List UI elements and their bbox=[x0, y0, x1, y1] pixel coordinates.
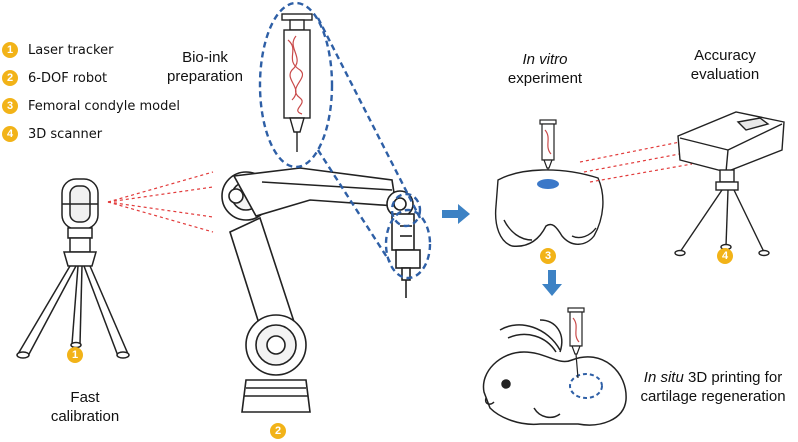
caption-fast-line2: calibration bbox=[50, 408, 120, 425]
legend-label: Femoral condyle model bbox=[28, 98, 180, 114]
badge-1-icon: 1 bbox=[2, 42, 18, 58]
marker-1-icon: 1 bbox=[67, 347, 83, 363]
laser-beams-scanner bbox=[579, 139, 693, 183]
badge-3-icon: 3 bbox=[2, 98, 18, 114]
3d-scanner-icon bbox=[674, 111, 785, 257]
marker-2-icon: 2 bbox=[270, 423, 286, 439]
caption-invitro: In vitro experiment bbox=[490, 50, 600, 88]
caption-invitro-line2: experiment bbox=[507, 70, 583, 87]
legend-item-robot: 2 6-DOF robot bbox=[2, 68, 107, 88]
caption-insitu: In situ 3D printing for cartilage regene… bbox=[630, 368, 796, 406]
robot-arm-icon bbox=[221, 167, 421, 413]
legend-label: 3D scanner bbox=[28, 126, 103, 142]
rabbit-icon bbox=[482, 319, 627, 426]
caption-insitu-line2: cartilage regeneration bbox=[640, 388, 786, 405]
caption-invitro-italic: In vitro bbox=[522, 51, 568, 68]
badge-2-icon: 2 bbox=[2, 70, 18, 86]
caption-fast-line1: Fast bbox=[70, 389, 100, 406]
bioink-callout-dashed bbox=[258, 1, 432, 280]
caption-bioink: Bio-ink preparation bbox=[160, 48, 250, 86]
marker-3-icon: 3 bbox=[540, 248, 556, 264]
femoral-condyle-icon bbox=[494, 169, 604, 247]
arrow-down-icon bbox=[542, 270, 562, 296]
caption-fast-calibration: Fast calibration bbox=[40, 388, 130, 426]
syringe-icon bbox=[281, 13, 313, 152]
syringe-small-icon bbox=[539, 119, 557, 178]
caption-accuracy-line1: Accuracy bbox=[694, 47, 756, 64]
badge-4-icon: 4 bbox=[2, 126, 18, 142]
legend-item-scanner: 4 3D scanner bbox=[2, 124, 102, 144]
legend-label: Laser tracker bbox=[28, 42, 114, 58]
arrow-right-icon bbox=[442, 204, 470, 224]
caption-insitu-rest: 3D printing for bbox=[683, 369, 783, 386]
caption-accuracy-line2: evaluation bbox=[690, 66, 760, 83]
caption-insitu-italic: In situ bbox=[643, 369, 684, 386]
syringe-rabbit-icon bbox=[567, 307, 585, 379]
laser-beams-tracker bbox=[107, 171, 214, 233]
caption-bioink-line1: Bio-ink bbox=[182, 49, 228, 66]
caption-accuracy: Accuracy evaluation bbox=[670, 46, 780, 84]
legend-label: 6-DOF robot bbox=[28, 70, 108, 86]
caption-bioink-line2: preparation bbox=[167, 68, 243, 85]
marker-4-icon: 4 bbox=[717, 248, 733, 264]
legend-item-laser-tracker: 1 Laser tracker bbox=[2, 40, 113, 60]
legend-item-condyle: 3 Femoral condyle model bbox=[2, 96, 180, 116]
laser-tracker-icon bbox=[16, 178, 130, 359]
